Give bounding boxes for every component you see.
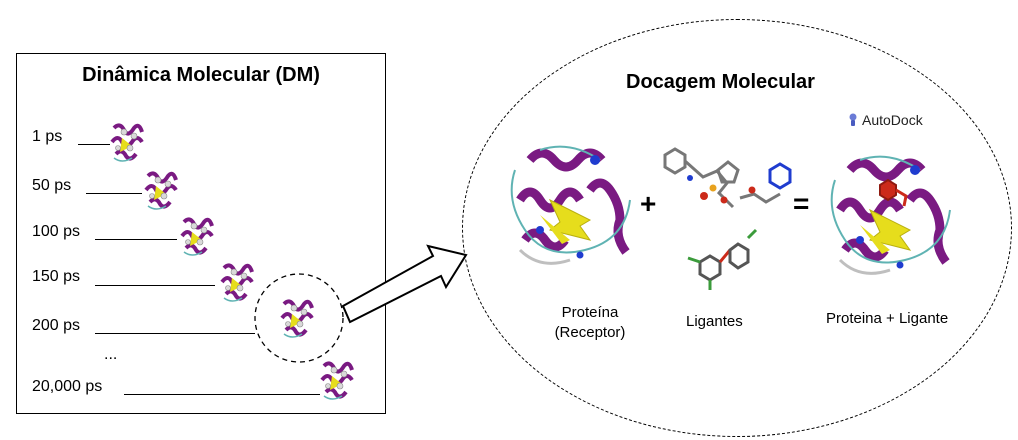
docking-ellipse — [462, 19, 1012, 437]
plus-sign: + — [640, 188, 657, 219]
receptor-protein — [512, 147, 630, 264]
complex-protein — [832, 157, 950, 274]
protein-caption: Proteína (Receptor) — [540, 303, 640, 343]
time-label-200ps: 200 ps — [32, 317, 81, 334]
complex-caption: Proteina + Ligante — [826, 310, 949, 327]
timeline-line — [95, 333, 255, 334]
md-snapshot-20000ps — [320, 361, 354, 401]
transition-arrow — [341, 244, 468, 324]
md-snapshot-100ps — [180, 217, 214, 257]
time-label-100ps: 100 ps — [32, 223, 81, 240]
time-label-20000ps: 20,000 ps — [32, 378, 103, 395]
autodock-label: AutoDock — [862, 112, 923, 128]
ligands-caption: Ligantes — [686, 313, 743, 330]
time-label-1ps: 1 ps — [32, 128, 63, 145]
bound-ligand — [879, 178, 908, 207]
timeline-line — [124, 394, 320, 395]
md-snapshot-1ps — [110, 123, 144, 163]
selected-frame-circle — [254, 273, 344, 363]
protein-caption-line1: Proteína — [561, 304, 619, 321]
timeline-line — [95, 285, 215, 286]
ligand-molecule-2 — [687, 228, 758, 290]
ellipsis: ... — [104, 346, 118, 363]
autodock-logo: AutoDock — [848, 112, 923, 128]
docking-title: Docagem Molecular — [626, 71, 815, 93]
ligand-molecule-1 — [663, 147, 792, 209]
time-label-50ps: 50 ps — [32, 177, 72, 194]
timeline-line — [95, 239, 177, 240]
autodock-icon — [849, 113, 857, 126]
md-snapshot-150ps — [220, 263, 254, 303]
time-label-150ps: 150 ps — [32, 268, 81, 285]
timeline-line — [78, 144, 110, 145]
md-snapshot-50ps — [144, 171, 178, 211]
protein-caption-line2: (Receptor) — [554, 324, 626, 341]
equals-sign: = — [793, 188, 810, 219]
md-snapshot-200ps — [280, 299, 314, 339]
md-title: Dinâmica Molecular (DM) — [82, 64, 320, 86]
md-panel: Dinâmica Molecular (DM) — [16, 53, 386, 414]
timeline-line — [86, 193, 142, 194]
